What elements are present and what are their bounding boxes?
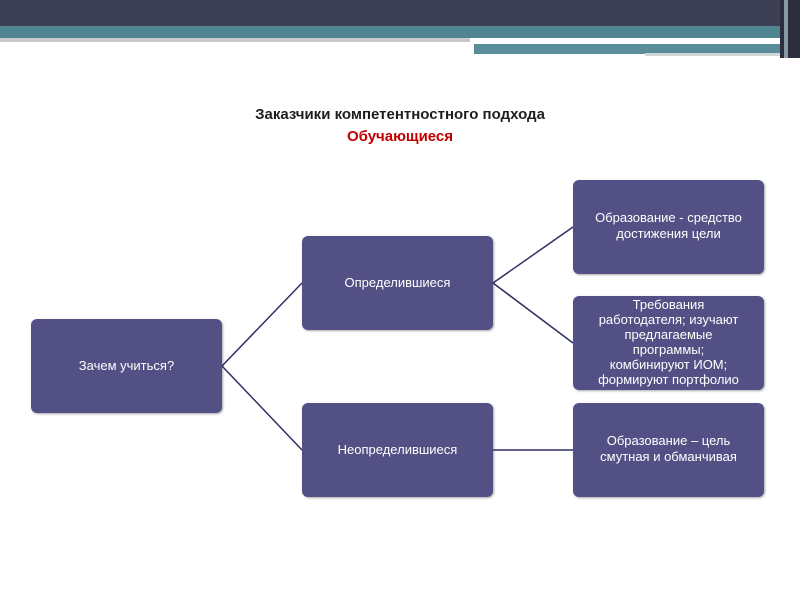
connector-decided-education-means — [492, 226, 574, 284]
node-education-goal-label: Образование – цель смутная и обманчивая — [600, 433, 737, 464]
header-corner-strip — [780, 0, 800, 58]
header-band-grey — [0, 38, 470, 42]
header-band-teal-lower — [474, 44, 800, 54]
slide-title: Заказчики компетентностного подхода — [255, 106, 545, 123]
header-band-light — [645, 53, 785, 56]
node-root: Зачем учиться? — [31, 319, 222, 413]
node-decided: Определившиеся — [302, 236, 493, 330]
node-employer-requirements: Требования работодателя; изучают предлаг… — [573, 296, 764, 390]
node-undecided-label: Неопределившиеся — [337, 442, 458, 457]
connector-root-undecided — [221, 365, 303, 451]
connector-root-decided — [221, 282, 303, 367]
node-education-means: Образование - средство достижения цели — [573, 180, 764, 274]
header-band-teal — [0, 26, 800, 38]
node-decided-label: Определившиеся — [344, 275, 451, 290]
connector-decided-employer-requirements — [492, 282, 574, 344]
header-corner-strip-accent — [784, 0, 788, 58]
node-education-goal: Образование – цель смутная и обманчивая — [573, 403, 764, 497]
node-root-label: Зачем учиться? — [78, 358, 175, 373]
node-education-means-label: Образование - средство достижения цели — [595, 210, 742, 241]
slide-subtitle: Обучающиеся — [346, 128, 454, 145]
header-band-dark — [0, 0, 800, 26]
node-employer-requirements-label: Требования работодателя; изучают предлаг… — [598, 297, 739, 387]
node-undecided: Неопределившиеся — [302, 403, 493, 497]
